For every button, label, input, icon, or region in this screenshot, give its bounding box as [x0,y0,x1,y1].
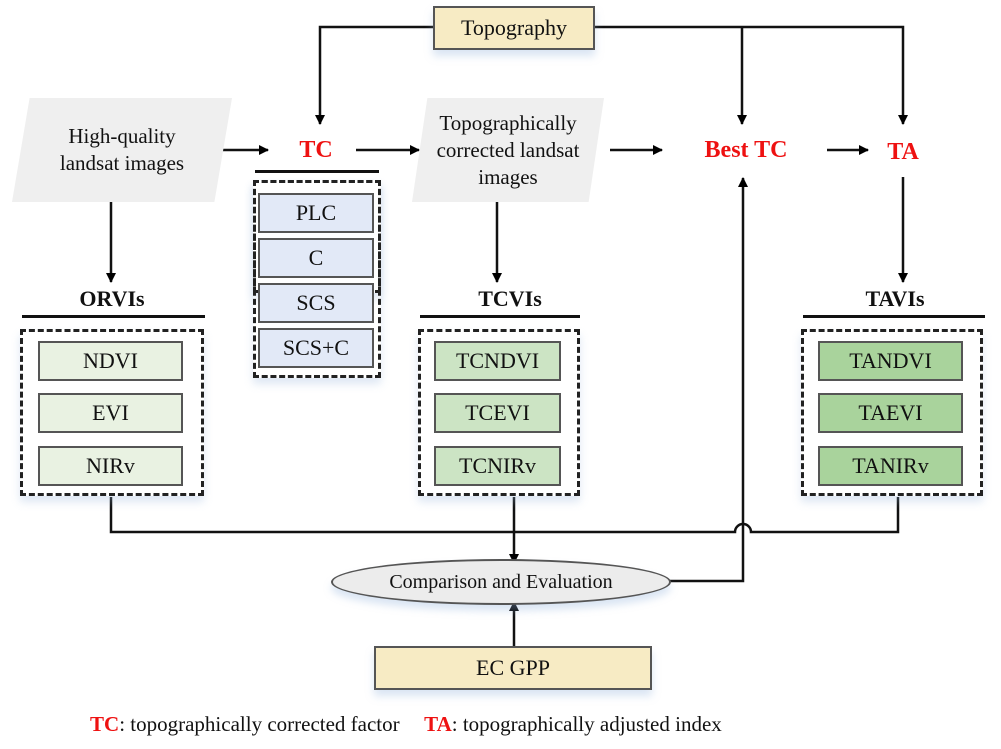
ta-label: TA [887,138,919,165]
bus-orvis [109,497,900,534]
arrow-topography-to-best-tc [593,25,908,125]
evaluation-label: Comparison and Evaluation [389,570,613,593]
tavi-item-tanirv: TANIRv [818,446,963,486]
best-tc-label: Best TC [704,136,788,163]
legend-ta-key: TA [424,712,452,736]
tcvis-group [418,329,580,496]
landsat-input-box: High-quality landsat images [12,98,232,202]
legend-ta-desc: : topographically adjusted index [451,712,722,736]
orvis-title: ORVIs [79,286,145,311]
tc-method-c: C [258,238,374,278]
ec-gpp-label: EC GPP [476,655,550,680]
landsat-label: High-quality landsat images [59,124,185,175]
corrected-images-label: Topographically corrected landsat images [436,110,580,189]
tavis-title: TAVIs [865,286,925,311]
tavis-group [801,329,983,496]
tavis-rule [803,315,985,318]
tcvi-item-tcnirv: TCNIRv [434,446,561,486]
orvi-item-ndvi: NDVI [38,341,183,381]
legend: TC: topographically corrected factor TA:… [90,712,722,737]
tcvi-item-tcevi: TCEVI [434,393,561,433]
tavi-item-taevi: TAEVI [818,393,963,433]
tcvis-rule [420,315,580,318]
corrected-images-box: Topographically corrected landsat images [412,98,604,202]
tc-method-scs: SCS [258,283,374,323]
arrow-evaluation-to-best-tc [667,177,748,583]
tc-method-scs-c: SCS+C [258,328,374,368]
topography-label: Topography [461,15,567,40]
tcvi-item-tcndvi: TCNDVI [434,341,561,381]
tavi-item-tandvi: TANDVI [818,341,963,381]
tc-methods-frame [253,180,381,378]
orvi-item-nirv: NIRv [38,446,183,486]
tc-rule [255,170,379,173]
legend-tc-key: TC [90,712,120,736]
orvi-item-evi: EVI [38,393,183,433]
orvis-group [20,329,204,496]
tc-method-plc: PLC [258,193,374,233]
legend-tc-desc: : topographically corrected factor [119,712,400,736]
tcvis-title: TCVIs [478,286,542,311]
tc-label: TC [299,136,333,163]
topography-box: Topography [433,6,595,50]
orvis-rule [22,315,205,318]
ec-gpp-box: EC GPP [374,646,652,690]
arrow-topography-to-tc [315,25,433,125]
evaluation-node: Comparison and Evaluation [331,559,671,605]
